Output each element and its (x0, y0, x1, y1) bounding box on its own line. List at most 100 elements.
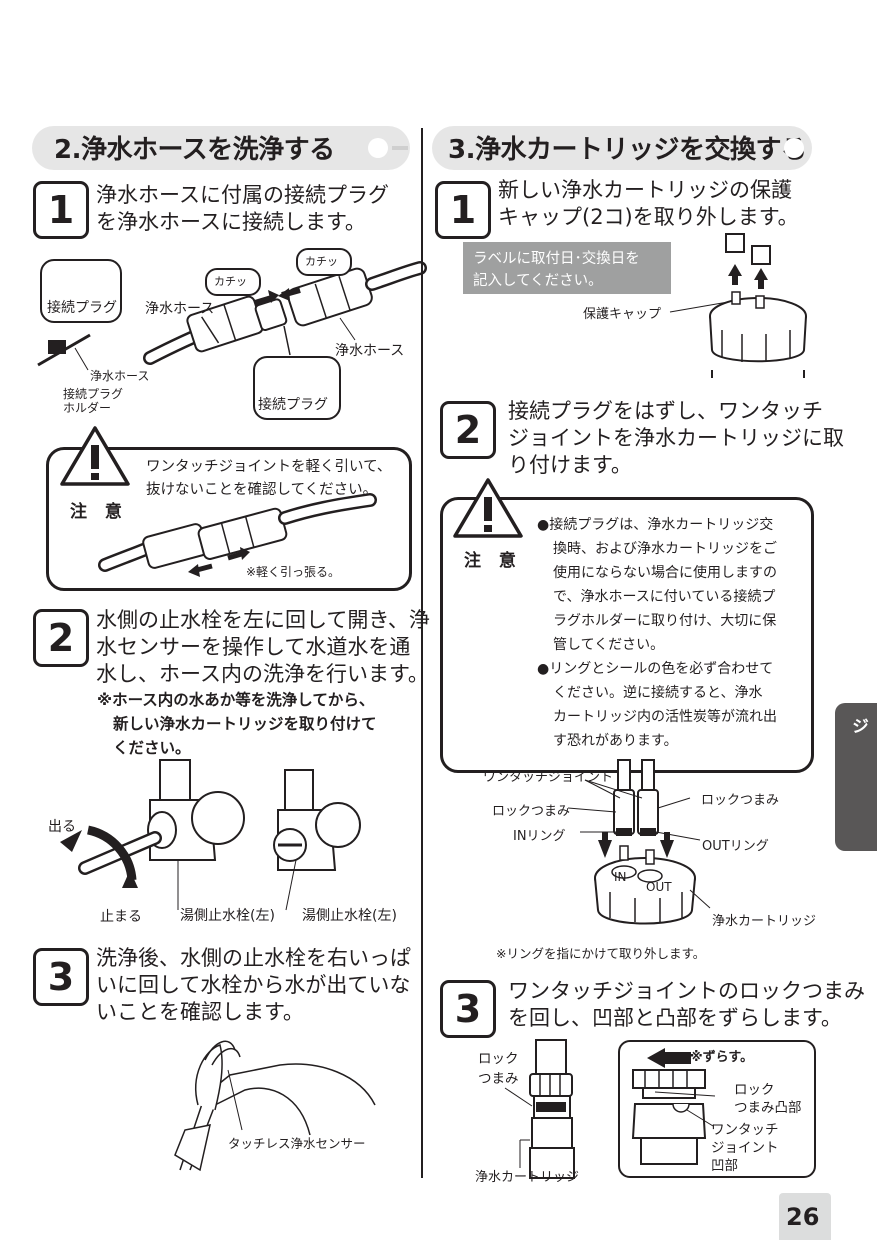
plug-label: 接続プラグ (47, 300, 117, 316)
header-dot (784, 138, 804, 158)
warning-triangle-icon (60, 426, 130, 486)
step-note: 新しい浄水カートリッジを取り付けて (113, 715, 377, 733)
caution-text: ください。逆に接続すると、浄水 (553, 685, 763, 701)
caution-text: す恐れがあります。 (553, 733, 678, 749)
joint-concave-label: 凹部 (711, 1158, 738, 1174)
caution-label: 注 意 (70, 502, 128, 522)
step-text-line: ワンタッチジョイントのロックつまみ (508, 979, 865, 1003)
hose-label-right: 浄水ホース (335, 343, 405, 359)
step-text-line: いに回して水栓から水が出ていな (96, 973, 411, 997)
in-ring-label: INリング (513, 829, 566, 844)
detail-shift-illustration (631, 1048, 716, 1165)
section-title: 2.浄水ホースを洗浄する (54, 135, 335, 165)
step-text-line: り付けます。 (508, 453, 632, 477)
joint-cartridge-illustration (567, 759, 711, 925)
step-text-line: いことを確認します。 (96, 1000, 304, 1024)
step-note: ください。 (113, 739, 191, 757)
lock-knob-illustration (504, 1039, 575, 1179)
out-ring-label: OUTリング (702, 839, 769, 854)
plug-callout-bubble (40, 259, 122, 323)
step-number-3: 3 (440, 980, 496, 1038)
caution-text: 使用にならない場合に使用しますの (553, 565, 777, 581)
step-number-1: 1 (33, 181, 89, 239)
step-text-line: 水側の止水栓を左に回して開き、浄 (96, 608, 430, 632)
page-number-tab: 26 (779, 1193, 831, 1240)
step-text-line: 浄水ホースに付属の接続プラグ (96, 183, 389, 207)
joint-concave-label: ワンタッチ (711, 1122, 779, 1138)
pull-note: ※軽く引っ張る。 (246, 565, 341, 579)
step-text-line: 水し、ホース内の洗浄を行います。 (96, 662, 429, 686)
click-bubble (296, 248, 352, 276)
plug-callout-bubble (253, 356, 341, 420)
holder-hose-label: 浄水ホース (90, 369, 150, 383)
out-label: 出る (48, 819, 76, 835)
touchless-faucet-illustration (174, 1040, 376, 1172)
caution-text: カートリッジ内の活性炭等が流れ出 (553, 709, 777, 725)
lock-knob-label: ロックつまみ (701, 793, 780, 808)
lock-knob-label: ロック (478, 1051, 519, 1067)
in-port-label: IN (614, 870, 627, 884)
column-divider (421, 128, 423, 1178)
click-bubble (205, 268, 261, 296)
warning-triangle-icon (453, 478, 523, 538)
step-note: ※ホース内の水あか等を洗浄してから、 (97, 691, 375, 709)
cartridge-label: 浄水カートリッジ (475, 1170, 580, 1185)
click-label: カチッ (214, 275, 247, 288)
section-header-cartridge-replace: 3.浄水カートリッジを交換する (432, 126, 812, 170)
caution-text: ●リングとシールの色を必ず合わせて (537, 661, 774, 677)
click-label: カチッ (305, 255, 338, 268)
caution-text: ラグホルダーに取り付け、大切に保 (553, 613, 777, 629)
label-instruction: 記入してください。 (473, 273, 603, 289)
hose-label-left: 浄水ホース (145, 301, 215, 317)
step-text-line: キャップ(2コ)を取り外します。 (498, 205, 799, 229)
header-dash (392, 146, 408, 150)
caution-text: ●接続プラグは、浄水カートリッジ交 (537, 517, 774, 533)
step-text-line: ジョイントを浄水カートリッジに取 (508, 426, 844, 450)
holder-label: 接続プラグ (63, 387, 124, 401)
shift-note: ※ずらす。 (690, 1050, 754, 1065)
hot-valve-label: 湯側止水栓(左) (180, 908, 275, 924)
lock-knob-label: ロックつまみ (492, 804, 571, 819)
stop-valve-illustration (60, 759, 361, 911)
page-number: 26 (786, 1203, 820, 1231)
section-header-hose-wash: 2.浄水ホースを洗浄する (32, 126, 410, 170)
joint-concave-label: ジョイント (711, 1140, 779, 1156)
cartridge-label: 浄水カートリッジ (712, 914, 817, 929)
step-text-line: を回し、凹部と凸部をずらします。 (508, 1006, 842, 1030)
cap-label: 保護キャップ (583, 307, 662, 322)
lock-knob-label: つまみ (478, 1071, 519, 1087)
step-text-line: 接続プラグをはずし、ワンタッチ (508, 399, 823, 423)
label-instruction-box: ラベルに取付日･交換日を 記入してください。 (463, 242, 671, 294)
lock-convex-label: つまみ凸部 (734, 1100, 802, 1116)
stop-label: 止まる (100, 909, 142, 925)
step-text-line: 新しい浄水カートリッジの保護 (498, 178, 792, 202)
sensor-label: タッチレス浄水センサー (228, 1136, 366, 1151)
ring-removal-note: ※リングを指にかけて取り外します。 (496, 946, 706, 961)
hot-valve-label: 湯側止水栓(左) (302, 908, 397, 924)
caution-text: ワンタッチジョイントを軽く引いて、 (146, 459, 392, 475)
plug-label: 接続プラグ (258, 397, 328, 413)
out-port-label: OUT (646, 880, 672, 894)
onetouch-joint-label: ワンタッチジョイント (483, 770, 614, 785)
joint-pull-illustration (98, 493, 377, 577)
header-dot (368, 138, 388, 158)
step-number-1: 1 (435, 181, 491, 239)
caution-text: で、浄水ホースに付いている接続プ (553, 589, 776, 605)
caution-label: 注 意 (464, 551, 522, 571)
caution-text: 抜けないことを確認してください。 (146, 482, 378, 498)
step-number-3: 3 (33, 948, 89, 1006)
holder-label: ホルダー (63, 401, 112, 415)
lock-convex-label: ロック (734, 1082, 775, 1098)
chapter-side-tab[interactable]: 浄水カートリッジ (835, 703, 877, 851)
cartridge-cap-illustration (669, 233, 807, 378)
caution-text: 管してください。 (553, 637, 665, 653)
step-number-2: 2 (440, 401, 496, 459)
label-instruction: ラベルに取付日･交換日を (473, 251, 640, 267)
step-text-line: 水センサーを操作して水道水を通 (96, 635, 411, 659)
step-text-line: 洗浄後、水側の止水栓を右いっぱ (96, 946, 411, 970)
step-number-2: 2 (33, 609, 89, 667)
section-title: 3.浄水カートリッジを交換する (448, 135, 807, 165)
chapter-side-tab-label: 浄水カートリッジ (848, 717, 877, 843)
step-text-line: を浄水ホースに接続します。 (96, 210, 366, 234)
caution-text: 換時、および浄水カートリッジをご (553, 541, 777, 557)
